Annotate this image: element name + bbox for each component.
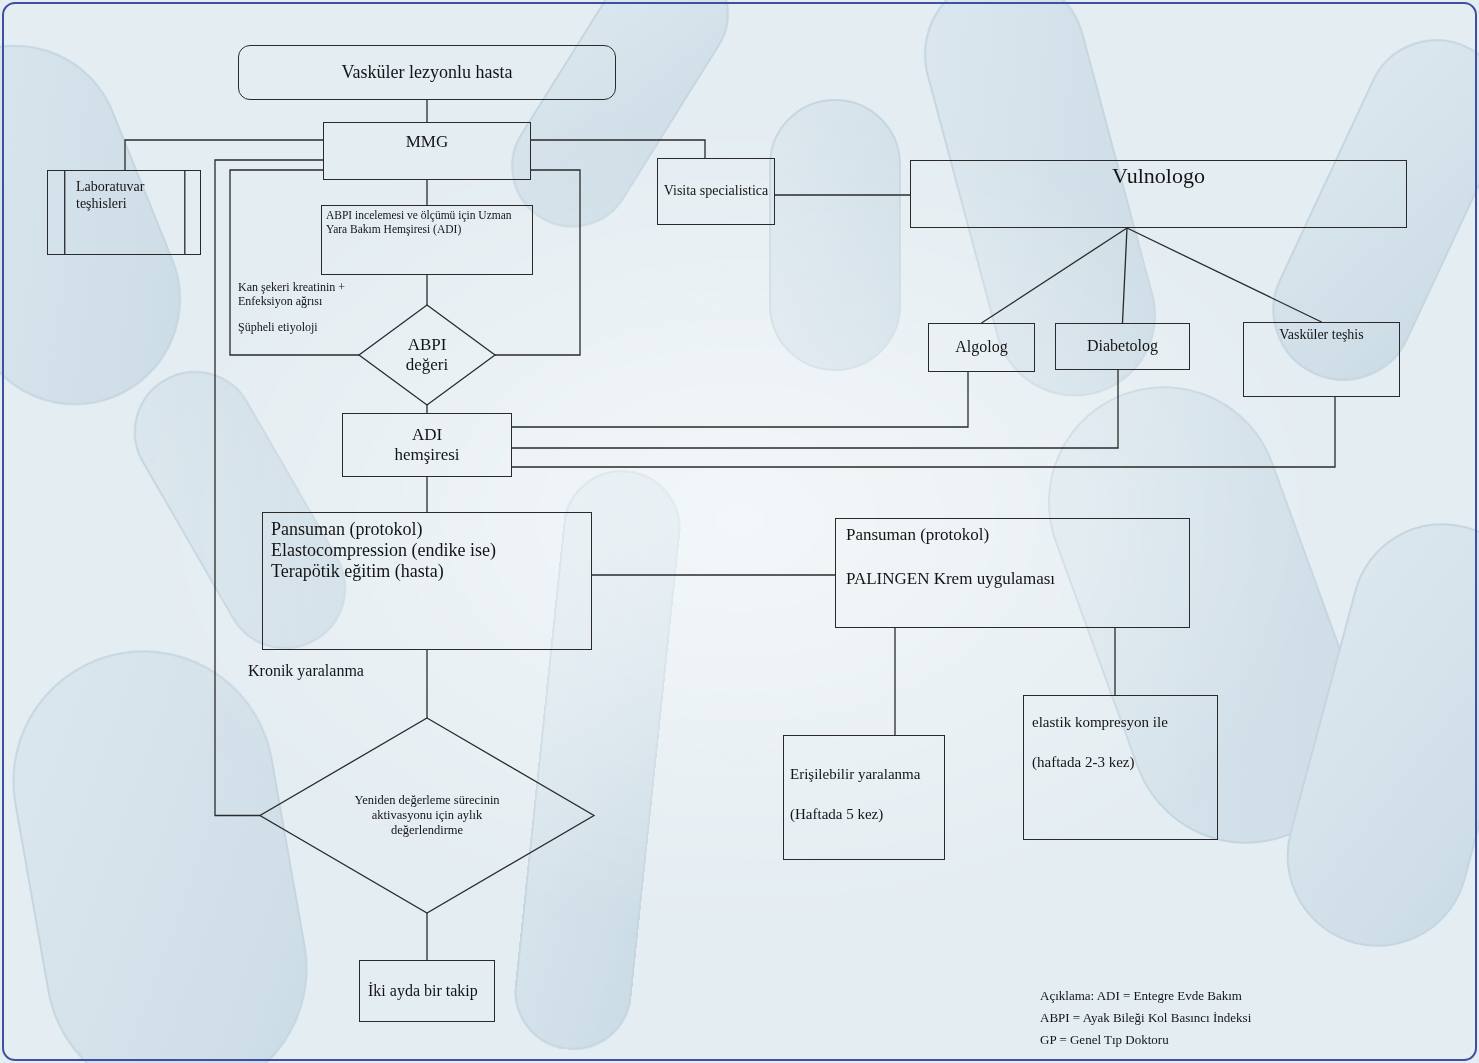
consult-box: Diabetolog bbox=[1055, 323, 1190, 370]
connector-line bbox=[982, 228, 1128, 323]
end-box: İki ayda bir takip bbox=[359, 960, 495, 1022]
connector-line bbox=[426, 913, 427, 960]
nurse-box: ADI hemşiresi bbox=[342, 413, 512, 477]
node-text: Visita specialistica bbox=[664, 183, 769, 200]
process-box: ABPI incelemesi ve ölçümü için Uzman Yar… bbox=[321, 205, 533, 275]
node-text: ABPI değeri bbox=[387, 335, 467, 375]
legend-note: Açıklama: ADI = Entegre Evde Bakım bbox=[1040, 988, 1242, 1004]
specialist-box: Vulnologo bbox=[910, 160, 1407, 228]
border-line bbox=[64, 171, 65, 254]
connector-line bbox=[1123, 228, 1128, 323]
connector-line bbox=[426, 650, 427, 718]
connector-line bbox=[512, 372, 968, 427]
connector-line bbox=[426, 100, 427, 122]
criteria-note: Şüpheli etiyoloji bbox=[238, 320, 318, 334]
connector-line bbox=[512, 370, 1118, 448]
node-text: İki ayda bir takip bbox=[368, 982, 478, 1001]
connector-line bbox=[775, 194, 910, 195]
legend-note: ABPI = Ayak Bileği Kol Basıncı İndeksi bbox=[1040, 1010, 1251, 1026]
node-text: ADI hemşiresi bbox=[382, 425, 472, 465]
decision-diamond: Yeniden değerleme sürecinin aktivasyonu … bbox=[260, 718, 594, 913]
page-frame bbox=[3, 3, 1476, 1060]
connector-line bbox=[215, 160, 323, 816]
node-text: Vulnologo bbox=[1112, 163, 1205, 189]
connector-line bbox=[426, 180, 427, 205]
node-text: ABPI incelemesi ve ölçümü için Uzman Yar… bbox=[326, 209, 528, 236]
lab-box: Laboratuvar teşhisleri bbox=[47, 170, 201, 255]
node-text: Yeniden değerleme sürecinin aktivasyonu … bbox=[352, 793, 502, 837]
connector-line bbox=[230, 170, 359, 355]
process-box: MMG bbox=[323, 122, 531, 180]
criteria-note: Kan şekeri kreatinin + Enfeksiyon ağrısı bbox=[238, 280, 396, 309]
node-text: Pansuman (protokol) bbox=[846, 525, 989, 545]
node-text: Laboratuvar teşhisleri bbox=[76, 179, 180, 212]
connector-line bbox=[426, 477, 427, 512]
connector-line bbox=[512, 397, 1335, 467]
frequency-box: elastik kompresyon ile (haftada 2-3 kez) bbox=[1023, 695, 1218, 840]
connector-line bbox=[426, 275, 427, 305]
path-label: Kronik yaralanma bbox=[248, 661, 364, 680]
node-subtext: (Haftada 5 kez) bbox=[790, 806, 883, 824]
diamond-shape bbox=[359, 305, 495, 405]
connector-line bbox=[1114, 628, 1115, 695]
node-text: Diabetolog bbox=[1087, 337, 1158, 356]
node-text: Vasküler lezyonlu hasta bbox=[342, 62, 513, 83]
connector-line bbox=[426, 405, 427, 413]
node-text: MMG bbox=[406, 132, 449, 152]
node-text: Vasküler teşhis bbox=[1279, 327, 1363, 344]
consult-box: Algolog bbox=[928, 323, 1035, 372]
connector-line bbox=[592, 574, 835, 575]
consult-box: Vasküler teşhis bbox=[1243, 322, 1400, 397]
process-box: Visita specialistica bbox=[657, 158, 775, 225]
node-subtext: PALINGEN Krem uygulaması bbox=[846, 569, 1055, 589]
node-text: elastik kompresyon ile bbox=[1032, 714, 1168, 732]
node-text: Erişilebilir yaralanma bbox=[790, 766, 920, 784]
node-text: Pansuman (protokol) Elastocompression (e… bbox=[271, 519, 506, 583]
border-line bbox=[184, 171, 185, 254]
start-box: Vasküler lezyonlu hasta bbox=[238, 45, 616, 100]
process-box: Pansuman (protokol) PALINGEN Krem uygulam… bbox=[835, 518, 1190, 628]
connector-line bbox=[495, 170, 580, 355]
legend-note: GP = Genel Tıp Doktoru bbox=[1040, 1032, 1169, 1048]
connector-line bbox=[125, 140, 323, 170]
connector-line bbox=[894, 628, 895, 735]
diamond-shape bbox=[260, 718, 594, 913]
connector-line bbox=[531, 140, 705, 158]
process-box: Pansuman (protokol) Elastocompression (e… bbox=[262, 512, 592, 650]
background-haze bbox=[120, 100, 1360, 940]
decision-diamond: ABPI değeri bbox=[359, 305, 495, 405]
frequency-box: Erişilebilir yaralanma (Haftada 5 kez) bbox=[783, 735, 945, 860]
connector-line bbox=[1127, 228, 1322, 322]
node-subtext: (haftada 2-3 kez) bbox=[1032, 754, 1134, 772]
node-text: Algolog bbox=[955, 338, 1007, 357]
